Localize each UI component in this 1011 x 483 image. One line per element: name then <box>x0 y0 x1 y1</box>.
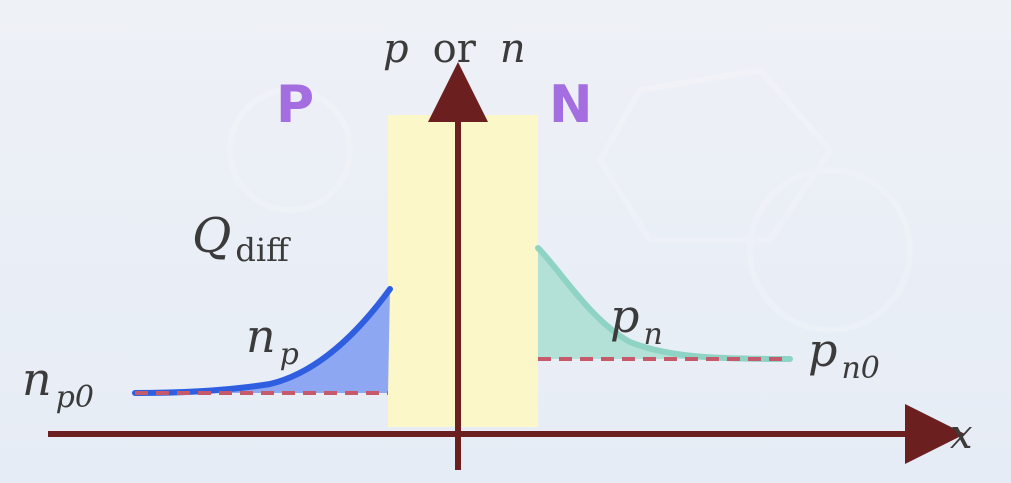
hole-equilibrium-label: p n0 <box>808 323 880 386</box>
hole-subscript: n <box>643 317 662 352</box>
hole-excess-area <box>538 248 790 359</box>
x-axis-label: x <box>950 412 973 458</box>
hole-equilibrium-subscript: n0 <box>841 351 879 386</box>
background-decoration <box>227 66 913 333</box>
electron-symbol: n <box>246 309 276 363</box>
p-region-label: P <box>276 75 314 135</box>
electron-excess-area <box>135 289 390 393</box>
depletion-region <box>388 115 538 427</box>
y-axis-label-p: p <box>383 26 409 72</box>
electron-concentration-curve <box>132 286 393 396</box>
decor-circle-left <box>227 87 353 213</box>
charge-label: Q diff <box>192 208 291 269</box>
electron-equilibrium-subscript: p0 <box>56 380 94 415</box>
y-axis-label-n: n <box>500 26 526 72</box>
y-axis-label: p or n <box>383 26 526 72</box>
charge-symbol: Q <box>192 208 231 264</box>
n-region-label: N <box>549 75 593 135</box>
electron-curve-label: n p <box>246 309 299 372</box>
y-axis-label-or: or <box>433 26 477 72</box>
decor-hexagon <box>596 66 834 243</box>
electron-equilibrium-label: n p0 <box>22 352 94 415</box>
hole-symbol: p <box>610 289 639 343</box>
hole-equilibrium-symbol: p <box>808 323 837 377</box>
hole-curve-label: p n <box>610 289 663 352</box>
charge-subscript: diff <box>235 231 291 269</box>
decor-circle-right <box>747 167 913 333</box>
electron-subscript: p <box>280 337 299 372</box>
electron-equilibrium-symbol: n <box>22 352 52 406</box>
